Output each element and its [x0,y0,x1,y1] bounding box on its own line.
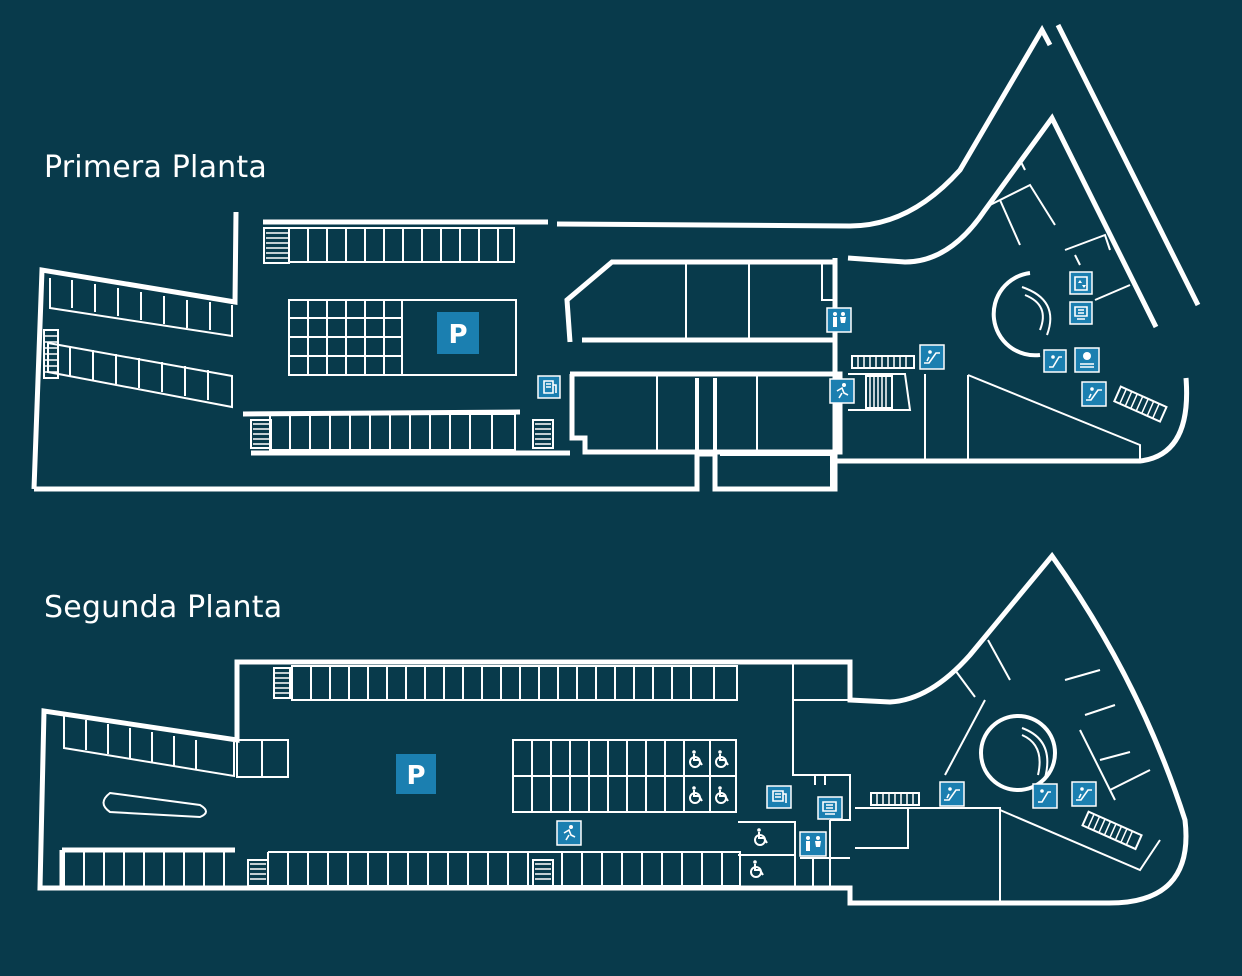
wheelchair-parking-icon [689,786,703,804]
emergency-exit-icon [556,820,582,846]
parking-pay-machine-icon [537,375,561,399]
wheelchair-parking-icon [750,860,764,878]
floor-1-title: Primera Planta [44,150,267,185]
service-point-icon [1074,347,1100,373]
floor-1-shop-blocks [564,159,1141,488]
elevator-icon [1069,271,1093,295]
parking-pay-machine-icon [766,785,792,809]
floor-2-service-icons [556,781,1097,857]
cash-machine-icon [1069,301,1093,325]
floor-2-parking-sign: P [396,754,436,794]
wheelchair-parking-icon [715,786,729,804]
accessible-escalator-icon [1032,783,1058,809]
restroom-icon [826,307,852,333]
floor-2-parking-letter: P [406,761,425,791]
wheelchair-parking-icon [689,750,703,768]
cash-machine-icon [817,796,843,820]
escalator-icon [939,781,965,807]
floor-1-outer-walls [31,23,1201,492]
wheelchair-parking-icon [715,750,729,768]
floor-2-outer-walls [37,551,1189,906]
escalator-icon [919,344,945,370]
floor-2-plan: P [37,551,1189,906]
floor-2-rotunda [944,699,1057,792]
floor-2-title: Segunda Planta [44,590,283,625]
accessible-escalator-icon [1043,349,1067,373]
emergency-exit-icon [829,378,855,404]
floor-2-interior [738,639,1161,903]
wheelchair-parking-icon [754,828,768,846]
floor-2-wheelchair-spaces [689,750,768,878]
floor-1-parking-sign: P [437,312,479,354]
floor-2-parking-stalls [63,665,741,887]
floor-2-stairs [247,667,1143,887]
floor-1-plan: P [31,23,1201,492]
floor-1-parking-letter: P [448,320,467,350]
escalator-icon [1081,381,1107,407]
floor-1-parking-stalls [47,227,517,451]
escalator-icon [1071,781,1097,807]
floor-1-rotunda [991,271,1052,358]
floor-1-service-icons [537,271,1107,407]
restroom-icon [799,831,827,857]
